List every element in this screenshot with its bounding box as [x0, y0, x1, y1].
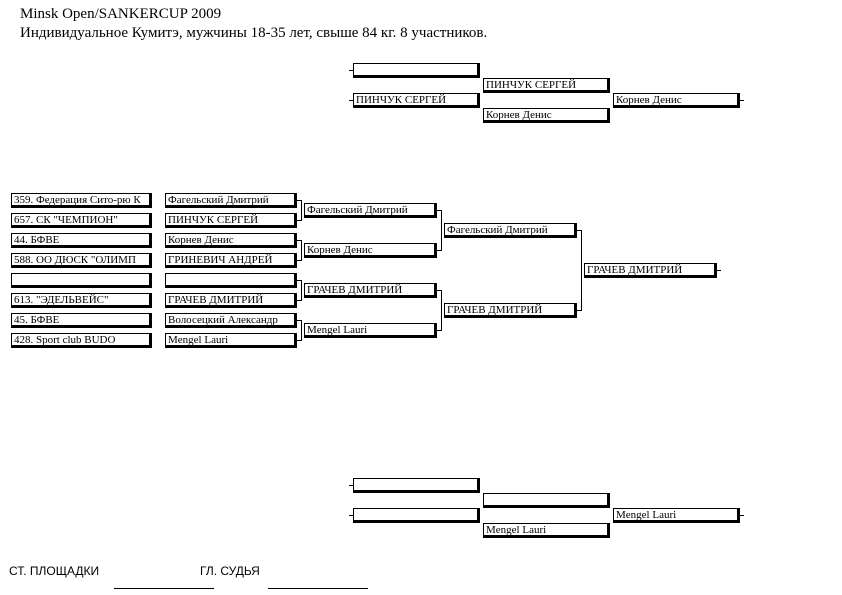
repechage-bottom-r1-slot-2	[353, 508, 480, 523]
repechage-bottom-result: Mengel Lauri	[613, 508, 740, 523]
r1-slot-3: Корнев Денис	[165, 233, 297, 248]
repechage-top-r2-slot-1: ПИНЧУК СЕРГЕЙ	[483, 78, 610, 93]
repechage-top-result: Корнев Денис	[613, 93, 740, 108]
semi-slot-1: Фагельский Дмитрий	[444, 223, 577, 238]
r1-slot-2: ПИНЧУК СЕРГЕЙ	[165, 213, 297, 228]
r2-slot-3: ГРАЧЕВ ДМИТРИЙ	[304, 283, 437, 298]
category-title: Индивидуальное Кумитэ, мужчины 18-35 лет…	[20, 25, 488, 41]
club-1: 359. Федерация Сито-рю К	[11, 193, 152, 208]
site-referee-signature-line	[114, 588, 214, 589]
r1-slot-6: ГРАЧЕВ ДМИТРИЙ	[165, 293, 297, 308]
club-6: 613. "ЭДЕЛЬВЕЙС"	[11, 293, 152, 308]
repechage-bottom-r2-slot-2: Mengel Lauri	[483, 523, 610, 538]
club-4: 588. ОО ДЮСК "ОЛИМП	[11, 253, 152, 268]
r1-slot-1: Фагельский Дмитрий	[165, 193, 297, 208]
repechage-bottom-r1-slot-1	[353, 478, 480, 493]
final-winner: ГРАЧЕВ ДМИТРИЙ	[584, 263, 717, 278]
chief-judge-label: ГЛ. СУДЬЯ	[200, 564, 260, 578]
club-7: 45. БФВЕ	[11, 313, 152, 328]
repechage-top-r1-slot-1	[353, 63, 480, 78]
competition-title: Minsk Open/SANKERCUP 2009	[20, 6, 222, 22]
r1-slot-7: Волосецкий Александр	[165, 313, 297, 328]
r2-slot-2: Корнев Денис	[304, 243, 437, 258]
club-3: 44. БФВЕ	[11, 233, 152, 248]
site-referee-label: СТ. ПЛОЩАДКИ	[9, 564, 100, 578]
club-8: 428. Sport club BUDO	[11, 333, 152, 348]
semi-slot-2: ГРАЧЕВ ДМИТРИЙ	[444, 303, 577, 318]
r1-slot-5	[165, 273, 297, 288]
r2-slot-4: Mengel Lauri	[304, 323, 437, 338]
club-2: 657. СК "ЧЕМПИОН"	[11, 213, 152, 228]
r1-slot-4: ГРИНЕВИЧ АНДРЕЙ	[165, 253, 297, 268]
club-5	[11, 273, 152, 288]
repechage-top-r1-slot-2: ПИНЧУК СЕРГЕЙ	[353, 93, 480, 108]
chief-judge-signature-line	[268, 588, 368, 589]
r1-slot-8: Mengel Lauri	[165, 333, 297, 348]
r2-slot-1: Фагельский Дмитрий	[304, 203, 437, 218]
repechage-top-r2-slot-2: Корнев Денис	[483, 108, 610, 123]
repechage-bottom-r2-slot-1	[483, 493, 610, 508]
